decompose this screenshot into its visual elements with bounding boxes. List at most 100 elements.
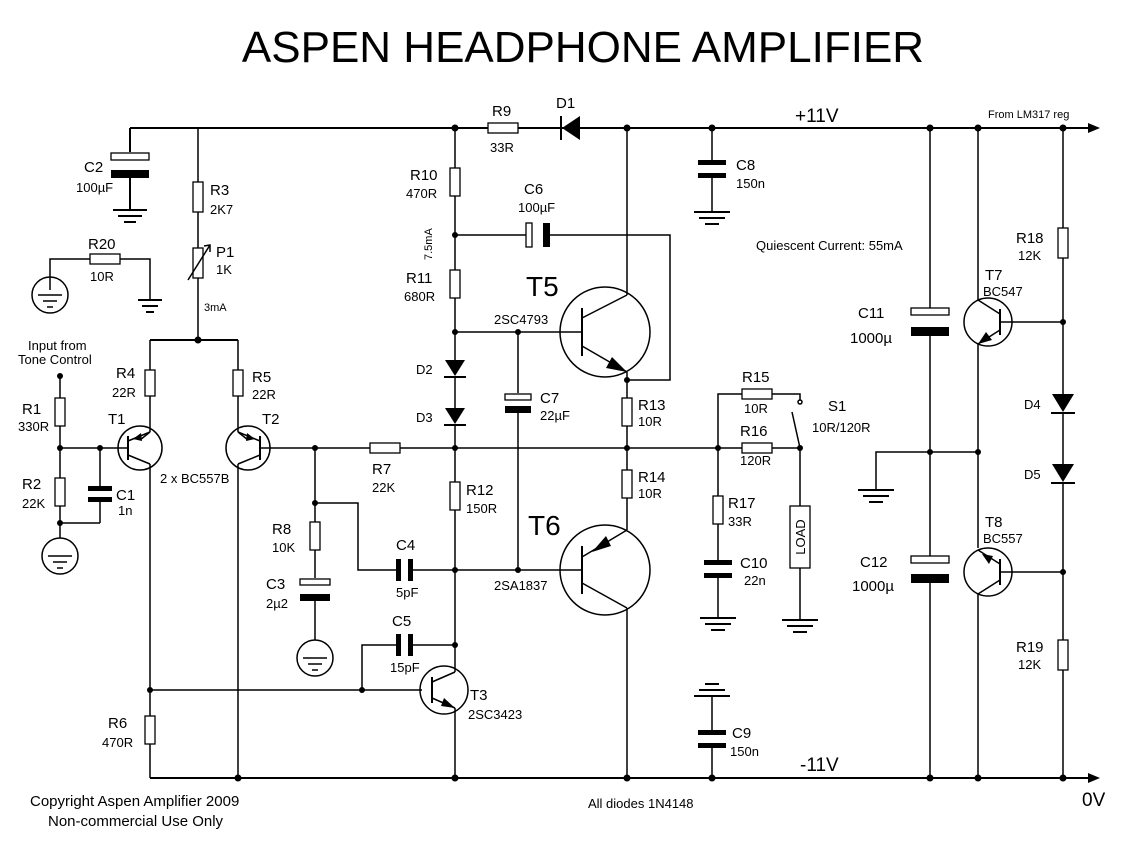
r9-ref: R9 <box>492 103 511 120</box>
resistor-r13: R13 10R <box>621 397 666 470</box>
r8-value: 10K <box>272 540 295 555</box>
r10-ref: R10 <box>410 167 438 184</box>
rail-neg-label: -11V <box>800 755 839 776</box>
c2-ref: C2 <box>84 159 103 176</box>
schematic-title: ASPEN HEADPHONE AMPLIFIER <box>242 23 924 72</box>
current-3ma: 3mA <box>204 302 227 314</box>
capacitor-c7: C7 22µF <box>504 332 570 573</box>
transistor-t7: T7 BC547 <box>963 124 1063 548</box>
r9-value: 33R <box>490 140 514 155</box>
copyright-line-1: Copyright Aspen Amplifier 2009 <box>30 793 239 810</box>
input-label-2: Tone Control <box>18 352 92 367</box>
capacitor-c3: C3 2µ2 <box>266 576 334 677</box>
resistor-r15: R15 10R <box>717 369 801 448</box>
c5-value: 15pF <box>390 660 420 675</box>
r12-ref: R12 <box>466 482 494 499</box>
resistor-r7: R7 22K <box>312 442 800 495</box>
r20-value: 10R <box>90 269 114 284</box>
c8-ref: C8 <box>736 157 755 174</box>
c7-value: 22µF <box>540 408 570 423</box>
c3-value: 2µ2 <box>266 596 288 611</box>
c10-ref: C10 <box>740 555 768 572</box>
current-7-5ma: 7.5mA <box>423 228 435 260</box>
c5-ref: C5 <box>392 613 411 630</box>
resistor-r9: R9 33R <box>487 103 519 155</box>
d2-ref: D2 <box>416 362 433 377</box>
r14-ref: R14 <box>638 469 666 486</box>
capacitor-c10: C10 22n <box>700 555 768 631</box>
diode-d1: D1 <box>556 95 580 140</box>
capacitor-c12: C12 1000µ <box>852 554 950 782</box>
transistor-t8: T8 BC557 <box>963 514 1063 782</box>
t8-part: BC557 <box>983 531 1023 546</box>
r2-ref: R2 <box>22 476 41 493</box>
c6-ref: C6 <box>524 181 543 198</box>
resistor-r3: R3 2K7 <box>192 128 233 248</box>
transistor-t2: T2 <box>225 411 370 778</box>
rail-pos-label: +11V <box>795 106 839 127</box>
r13-value: 10R <box>638 414 662 429</box>
capacitor-c11: C11 1000µ <box>850 124 950 556</box>
d1-ref: D1 <box>556 95 575 112</box>
r15-ref: R15 <box>742 369 770 386</box>
s1-value: 10R/120R <box>812 420 871 435</box>
capacitor-c2: C2 100µF <box>76 140 150 223</box>
transistor-t5: T5 2SC4793 <box>455 124 651 398</box>
c12-ref: C12 <box>860 554 888 571</box>
c8-value: 150n <box>736 176 765 191</box>
r1-value: 330R <box>18 419 49 434</box>
input-label-1: Input from <box>28 338 87 353</box>
r18-ref: R18 <box>1016 230 1044 247</box>
r16-ref: R16 <box>740 423 768 440</box>
t5-ref: T5 <box>526 271 559 302</box>
rail-gnd-label: 0V <box>1082 790 1106 811</box>
c4-ref: C4 <box>396 537 415 554</box>
t8-ref: T8 <box>985 514 1003 531</box>
r13-ref: R13 <box>638 397 666 414</box>
r8-ref: R8 <box>272 521 291 538</box>
resistor-r16: R16 120R <box>740 423 773 468</box>
t5-part: 2SC4793 <box>494 312 548 327</box>
switch-s1: S1 10R/120R <box>791 398 871 451</box>
pair-label: 2 x BC557B <box>160 471 229 486</box>
c3-ref: C3 <box>266 576 285 593</box>
c11-ref: C11 <box>858 305 884 322</box>
d3-ref: D3 <box>416 410 433 425</box>
r17-value: 33R <box>728 514 752 529</box>
resistor-r14: R14 10R <box>621 469 666 530</box>
t2-ref: T2 <box>262 411 280 428</box>
diodes-note: All diodes 1N4148 <box>588 796 694 811</box>
capacitor-c9: C9 150n <box>694 683 759 782</box>
c10-value: 22n <box>744 573 766 588</box>
potentiometer-p1: P1 1K 3mA <box>187 244 234 340</box>
r15-value: 10R <box>744 401 768 416</box>
c9-ref: C9 <box>732 725 751 742</box>
c1-ref: C1 <box>116 487 135 504</box>
r7-value: 22K <box>372 480 395 495</box>
capacitor-c8: C8 150n <box>694 124 765 225</box>
t6-ref: T6 <box>528 510 561 541</box>
r5-value: 22R <box>252 387 276 402</box>
p1-value: 1K <box>216 262 232 277</box>
c1-value: 1n <box>118 503 132 518</box>
r6-ref: R6 <box>108 715 127 732</box>
r16-value: 120R <box>740 453 771 468</box>
c9-value: 150n <box>730 744 759 759</box>
c12-value: 1000µ <box>852 578 894 595</box>
capacitor-c6: C6 100µF <box>455 181 671 381</box>
r3-value: 2K7 <box>210 202 233 217</box>
bias-chain: R18 12K D4 D5 R19 12K <box>1016 124 1075 782</box>
load-label: LOAD <box>793 519 808 554</box>
resistor-r4: R4 22R <box>112 340 156 441</box>
r2-value: 22K <box>22 496 45 511</box>
r11-ref: R11 <box>406 270 432 287</box>
virtual-ground <box>858 449 981 503</box>
c11-value: 1000µ <box>850 330 892 347</box>
t1-ref: T1 <box>108 411 126 428</box>
r4-ref: R4 <box>116 365 135 382</box>
r7-ref: R7 <box>372 461 391 478</box>
capacitor-c4: C4 5pF <box>315 502 455 600</box>
t6-part: 2SA1837 <box>494 578 548 593</box>
transistor-t3: T3 2SC3423 <box>147 665 522 782</box>
r20-ref: R20 <box>88 236 116 253</box>
